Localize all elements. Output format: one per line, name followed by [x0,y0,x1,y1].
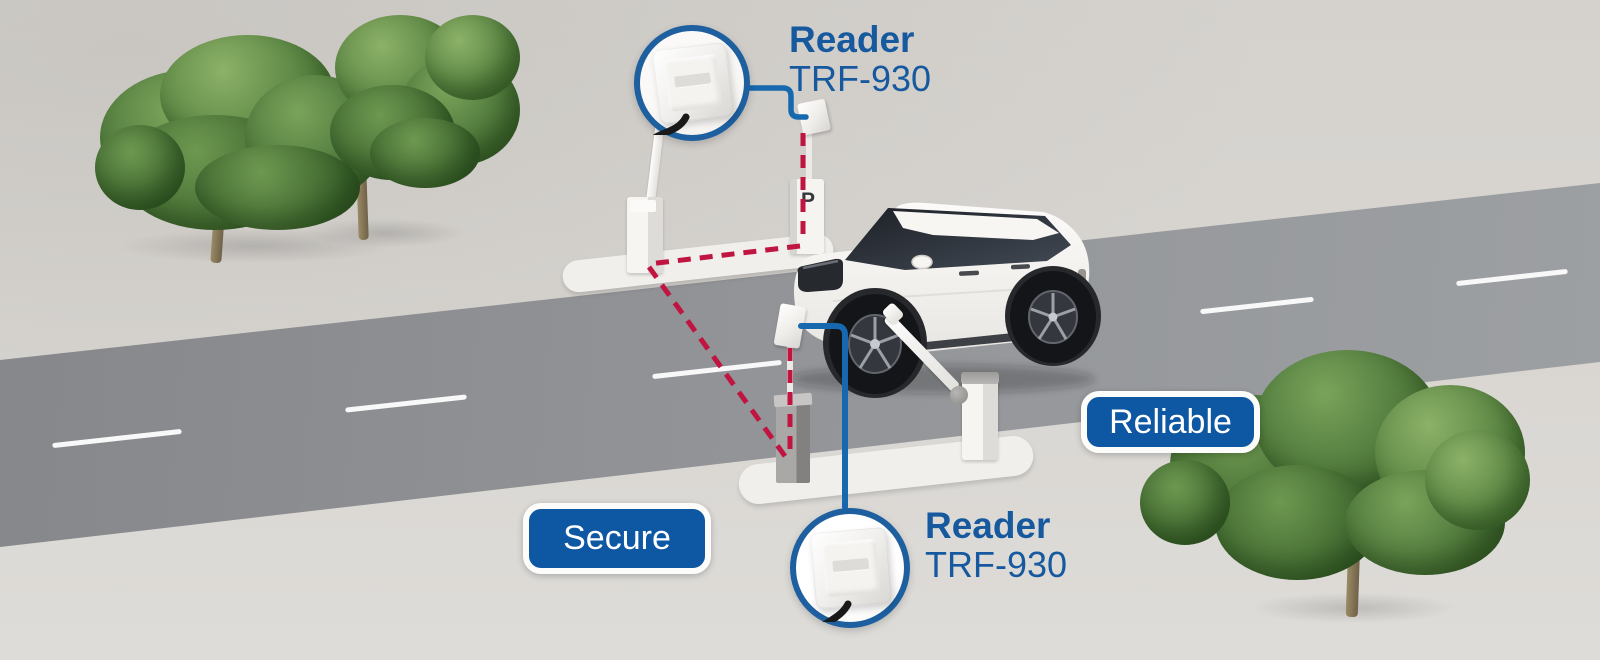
foliage-blob [425,15,520,100]
reader-label-top: Reader TRF-930 [789,19,932,99]
rear-wheel [1010,271,1096,363]
barrier-post-cap [630,200,656,212]
foliage-blob [370,118,480,188]
foliage-blob [1425,430,1530,530]
reader-label-bottom: Reader TRF-930 [925,505,1068,585]
reader-title: Reader [789,19,915,60]
reliable-badge: Reliable [1081,391,1260,453]
callout-circle-top [634,25,750,141]
reader-model: TRF-930 [925,544,1068,585]
near-antenna-mast [787,344,793,400]
near-reader-pillar [776,398,810,483]
barrier-hinge [950,386,968,404]
tree-group-right [1100,330,1600,660]
near-barrier-post [961,372,999,460]
reader-cable [653,113,690,135]
barrier-post-cap [961,372,999,384]
far-antenna-mast [806,126,812,184]
vehicle-headlight [802,259,839,270]
door-handle [959,270,980,276]
callout-circle-bottom [790,508,910,628]
secure-badge: Secure [523,503,711,574]
tree-shadow [110,228,400,264]
vehicle [791,202,1101,398]
reader-title: Reader [925,505,1051,546]
reader-model: TRF-930 [789,58,932,99]
vehicle-roof [893,211,1059,240]
foliage-blob [1140,460,1230,545]
secure-badge-label: Secure [563,519,671,557]
foliage-blob [195,145,360,230]
door-handle [1010,264,1030,270]
parking-ticket-post: P [790,179,824,254]
tree-group-left [0,0,560,280]
reader-cable [822,600,852,622]
tree-shadow [300,218,470,248]
far-barrier-post [627,197,663,273]
side-mirror [911,254,933,270]
reliable-badge-label: Reliable [1109,402,1232,441]
foliage-blob [95,125,185,210]
